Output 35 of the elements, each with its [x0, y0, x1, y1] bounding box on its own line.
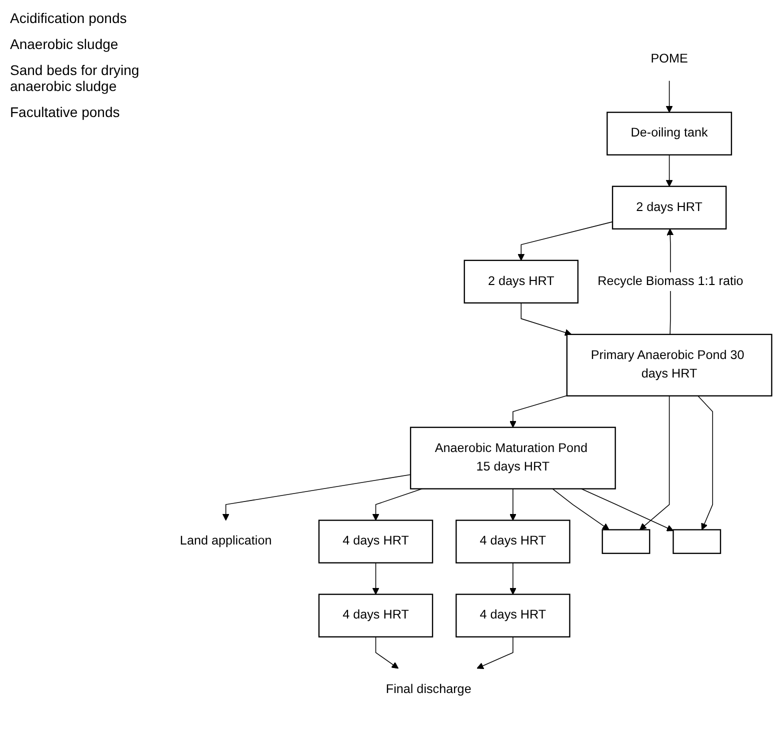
- arrow: [640, 395, 670, 530]
- arrow: [375, 636, 399, 669]
- node-box: 4 days HRT: [456, 520, 570, 564]
- arrow: [372, 562, 380, 595]
- node-text: Final discharge: [386, 682, 472, 696]
- arrow: [509, 562, 516, 595]
- edge-label: Recycle Biomass 1:1 ratio: [598, 274, 744, 288]
- node-box: 2 days HRT: [612, 186, 727, 230]
- node-box: Primary Anaerobic Pond 30 days HRT: [566, 334, 772, 396]
- arrow: [580, 488, 674, 532]
- node-box: De-oiling tank: [606, 112, 732, 156]
- node-box: [672, 529, 722, 554]
- arrow: [552, 488, 610, 530]
- arrow: [698, 395, 714, 530]
- arrow: [222, 474, 411, 521]
- arrow: [666, 154, 673, 187]
- node-box: 4 days HRT: [456, 594, 570, 638]
- node-box: 2 days HRT: [464, 260, 579, 304]
- note-text: Anaerobic sludge: [10, 36, 120, 52]
- node-text: POME: [650, 52, 688, 66]
- node-box: Anaerobic Maturation Pond 15 days HRT: [410, 426, 616, 490]
- arrow: [372, 488, 423, 521]
- arrow: [509, 395, 568, 428]
- node-text: Land application: [180, 534, 272, 548]
- note-text: Acidification ponds: [10, 10, 128, 26]
- arrow: [666, 80, 673, 113]
- arrow: [518, 221, 613, 261]
- arrow: [476, 636, 514, 669]
- node-box: 4 days HRT: [318, 594, 434, 638]
- arrow: [509, 488, 516, 521]
- node-box: [602, 529, 650, 554]
- node-box: 4 days HRT: [318, 520, 434, 564]
- arrow: [520, 302, 572, 336]
- note-text: Sand beds for drying anaerobic sludge: [10, 62, 140, 94]
- note-text: Facultative ponds: [10, 104, 121, 120]
